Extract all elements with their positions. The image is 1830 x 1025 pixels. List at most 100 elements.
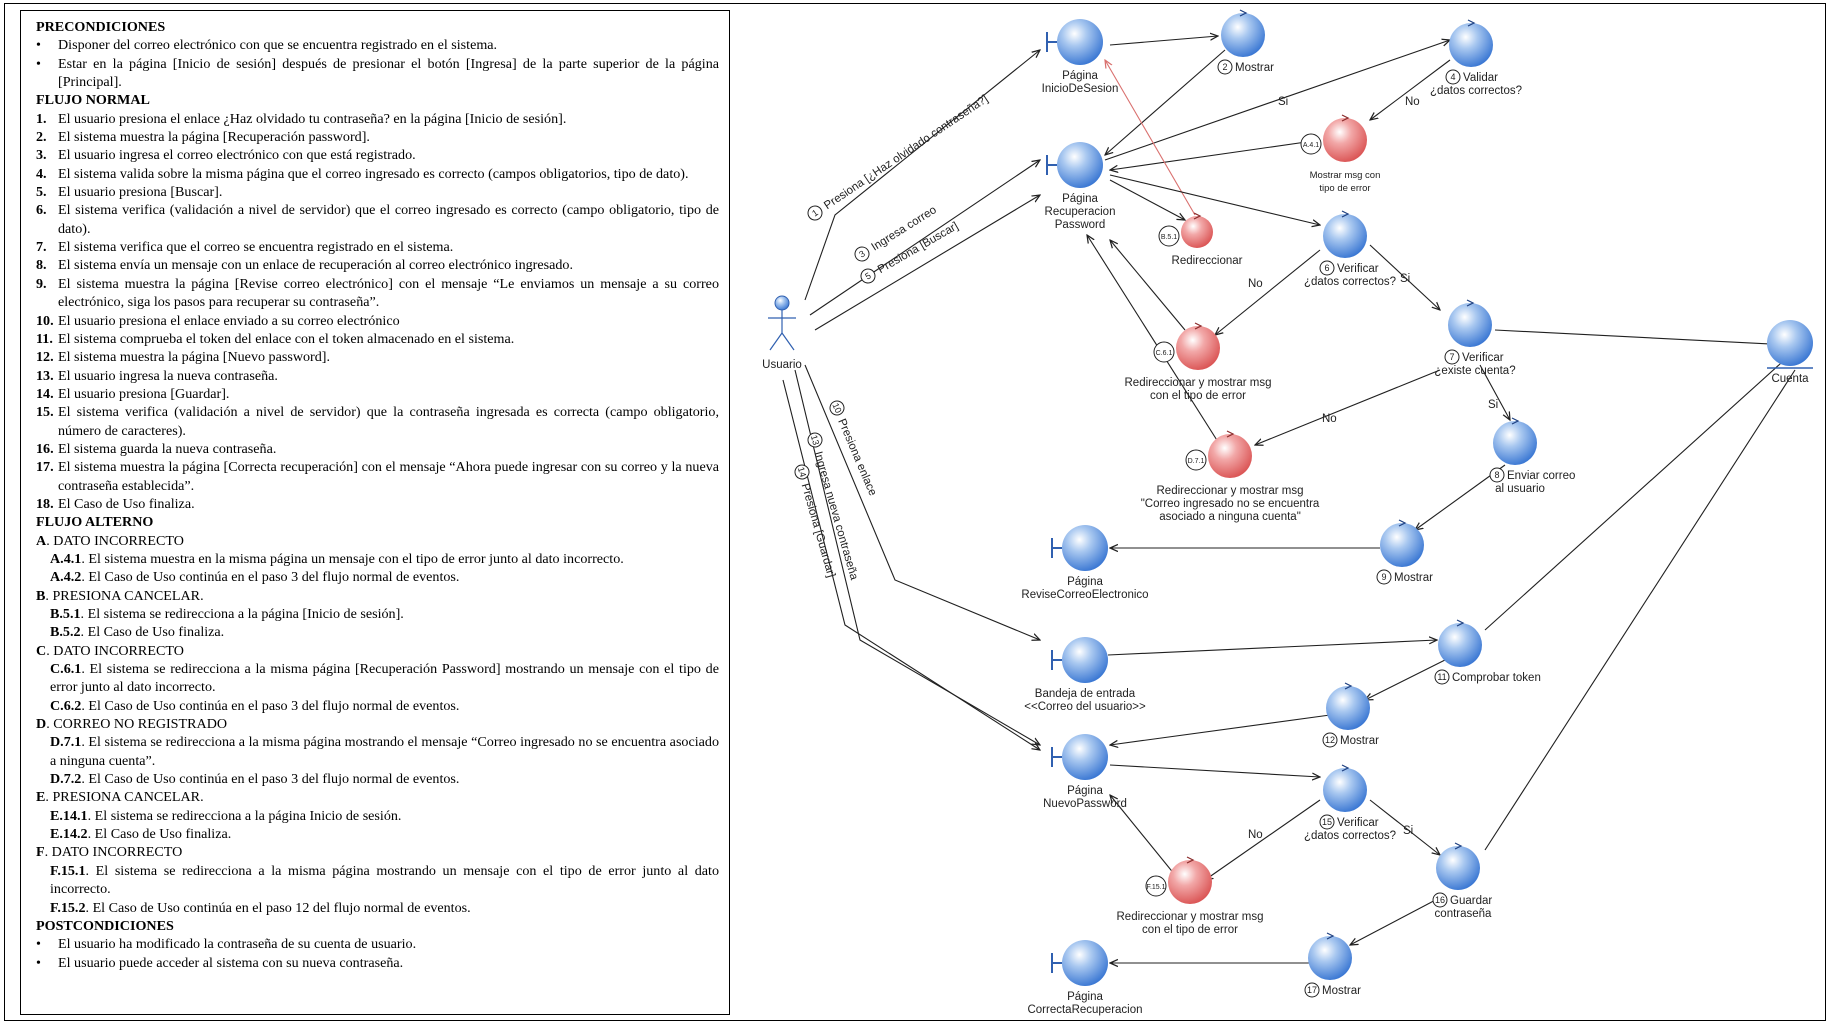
control-mostrar9: 9 Mostrar xyxy=(1376,519,1433,585)
svg-text:3: 3 xyxy=(857,248,867,259)
edge-verificar7-d71 xyxy=(1255,369,1441,445)
boundary-label: Página xyxy=(1067,785,1103,797)
entity-cuenta: Cuenta xyxy=(1767,320,1813,385)
alt-item-text: . El sistema se redirecciona a la misma … xyxy=(50,734,719,769)
alt-flow-item: D.7.1. El sistema se redirecciona a la m… xyxy=(36,733,719,770)
alt-item-text: . El Caso de Uso continúa en el paso 3 d… xyxy=(81,771,460,788)
alt-item-text: . El sistema se redirecciona a la misma … xyxy=(50,661,719,696)
flujo-alterno-title: FLUJO ALTERNO xyxy=(36,514,154,531)
alt-flow-title-text: . DATO INCORRECTO xyxy=(44,844,183,861)
bullet-icon: • xyxy=(36,37,41,54)
alt-flow-title-text: . DATO INCORRECTO xyxy=(46,532,184,549)
alt-flow-letter: A xyxy=(36,532,47,549)
alt-flow-item: C.6.1. El sistema se redirecciona a la m… xyxy=(36,660,719,697)
alt-item-code: B.5.2 xyxy=(50,624,81,641)
edge-b51-inicio xyxy=(1105,60,1196,216)
flujo-normal-title: FLUJO NORMAL xyxy=(36,92,150,109)
step-number: 11 xyxy=(1437,672,1446,682)
alt-flow-letter: C xyxy=(36,642,47,659)
boundary-label: InicioDeSesion xyxy=(1042,83,1119,95)
alt-item-code: E.14.2 xyxy=(50,826,88,843)
alt-flow-item: E.14.2. El Caso de Uso finaliza. xyxy=(36,825,719,843)
bullet-icon: • xyxy=(36,55,41,72)
boundary-label: Página xyxy=(1067,991,1103,1003)
step-number: 9 xyxy=(1381,572,1386,582)
bullet-icon: • xyxy=(36,936,41,953)
boundaries-layer: PáginaInicioDeSesionPáginaRecuperacionPa… xyxy=(1021,19,1149,1016)
step-text: El usuario ingresa la nueva contraseña. xyxy=(58,367,278,384)
postcondicion-item: •El usuario puede acceder al sistema con… xyxy=(36,954,404,971)
step-number: 8 xyxy=(1494,470,1499,480)
edge-bandeja-comprobar11 xyxy=(1107,640,1437,656)
edge-comprobar11-mostrar12 xyxy=(1365,659,1446,700)
step-text: El usuario presiona el enlace enviado a … xyxy=(58,312,400,329)
alt-flow-letter: B xyxy=(36,587,46,604)
alt-item-text: . El Caso de Uso continúa en el paso 3 d… xyxy=(81,697,460,714)
label-si-verificar6: Si xyxy=(1400,273,1410,285)
flujo-step: 16.El sistema guarda la nueva contraseña… xyxy=(36,440,719,458)
boundary-label: Página xyxy=(1062,70,1098,82)
edge-10 xyxy=(804,364,1040,640)
error-label: con el tipo de error xyxy=(1150,390,1246,402)
step-number: 4. xyxy=(36,165,47,182)
edge-nuevo-verificar15 xyxy=(1109,764,1320,777)
alt-item-code: B.5.1 xyxy=(50,606,81,622)
flujo-step: 7.El sistema verifica que el correo se e… xyxy=(36,238,719,256)
boundary-label: CorrectaRecuperacion xyxy=(1027,1004,1142,1016)
alt-flow-title: C. DATO INCORRECTO xyxy=(36,642,719,660)
edge-recup-validar4 xyxy=(1104,40,1450,161)
step-text: El sistema verifica que el correo se enc… xyxy=(58,239,454,256)
edge-13 xyxy=(794,369,1040,745)
alt-flow-title-text: . PRESIONA CANCELAR. xyxy=(45,789,204,806)
svg-text:1: 1 xyxy=(810,207,820,218)
edge-f151-nuevo xyxy=(1110,795,1176,876)
step-number: 10. xyxy=(36,312,54,329)
error-code: F.15.1 xyxy=(1146,884,1165,891)
flujo-step: 12.El sistema muestra la página [Nuevo p… xyxy=(36,348,719,366)
precondiciones-title: PRECONDICIONES xyxy=(36,19,166,35)
error-code: D.7.1 xyxy=(1188,458,1205,465)
step-text: El usuario presiona el enlace ¿Haz olvid… xyxy=(58,110,567,127)
edge-c61-recup xyxy=(1110,240,1186,331)
step-text: El usuario ingresa el correo electrónico… xyxy=(58,147,416,164)
control-label: Mostrar xyxy=(1394,572,1433,584)
label-no-verificar15: No xyxy=(1248,829,1263,841)
flujo-step: 15.El sistema verifica (validación a niv… xyxy=(36,403,719,440)
edge-verificar6-verificar7 xyxy=(1369,244,1440,310)
alt-flow-title: D. CORREO NO REGISTRADO xyxy=(36,715,719,733)
flujo-step: 13.El usuario ingresa la nueva contraseñ… xyxy=(36,367,719,385)
entity-label: Cuenta xyxy=(1771,373,1809,385)
step-number: 4 xyxy=(1450,72,1455,82)
control-label: Mostrar xyxy=(1322,985,1361,997)
control-label: contraseña xyxy=(1435,908,1493,920)
label-no-validar4: No xyxy=(1405,96,1420,108)
step-text: El sistema guarda la nueva contraseña. xyxy=(58,440,277,457)
step-number: 12. xyxy=(36,349,54,366)
control-label: Mostrar xyxy=(1235,62,1274,74)
precondicion-item: •Estar en la página [Inicio de sesión] d… xyxy=(36,55,719,91)
step-number: 2. xyxy=(36,129,47,146)
edge-label-1: Presiona [¿Haz olvidado contraseña?] xyxy=(822,93,990,212)
label-no-verificar6: No xyxy=(1248,278,1263,290)
error-label: Redireccionar y mostrar msg xyxy=(1125,377,1272,389)
control-label: Verificar xyxy=(1337,263,1379,275)
error-label: "Correo ingresado no se encuentra xyxy=(1141,498,1320,510)
edge-guardar16-mostrar17 xyxy=(1350,894,1446,945)
step-text: El sistema muestra la página [Correcta r… xyxy=(58,459,719,494)
svg-text:14: 14 xyxy=(796,466,808,478)
step-number: 16. xyxy=(36,440,54,457)
edge-verificar6-c61 xyxy=(1215,249,1321,335)
edge-mostrar2-recup xyxy=(1105,49,1226,155)
